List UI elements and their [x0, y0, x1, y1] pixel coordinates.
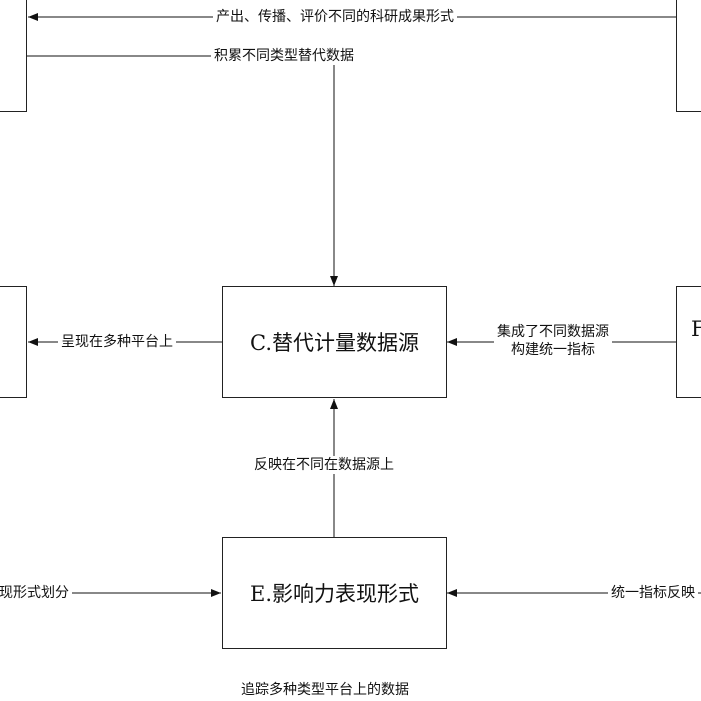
label-f-to-c-line2: 构建统一指标: [511, 342, 595, 358]
box-f-label: F: [691, 317, 701, 341]
label-top-line-2: 积累不同类型替代数据: [211, 47, 357, 65]
box-top-right: [676, 0, 701, 112]
box-e-impact-form: E.影响力表现形式: [222, 537, 447, 649]
box-c-altmetrics-source: C.替代计量数据源: [222, 286, 447, 398]
label-top-line-1: 产出、传播、评价不同的科研成果形式: [213, 8, 457, 26]
label-right-to-e: 统一指标反映: [608, 584, 698, 602]
label-f-to-c-line1: 集成了不同数据源: [497, 324, 609, 340]
box-e-label: E.影响力表现形式: [249, 582, 419, 606]
box-mid-left: [0, 286, 27, 398]
label-f-to-c: 集成了不同数据源 构建统一指标: [494, 323, 612, 359]
label-c-to-left: 呈现在多种平台上: [58, 333, 176, 351]
arrow-accumulate-to-c: [27, 55, 338, 286]
box-c-label: C.替代计量数据源: [250, 331, 419, 355]
label-e-to-c: 反映在不同在数据源上: [251, 456, 397, 474]
label-bottom: 追踪多种类型平台上的数据: [238, 681, 412, 699]
box-f: F: [676, 286, 701, 398]
label-left-to-e: 现形式划分: [0, 584, 72, 602]
box-top-left: [0, 0, 27, 112]
